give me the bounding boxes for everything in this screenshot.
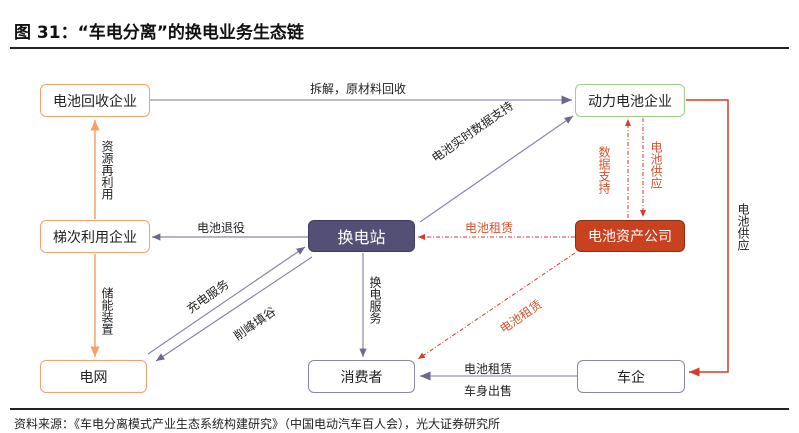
node-asset-company: 电池资产公司: [575, 220, 685, 252]
node-cascade: 梯次利用企业: [40, 220, 150, 253]
node-recycler: 电池回收企业: [40, 84, 150, 117]
title-divider: [10, 47, 789, 49]
label-supply-automaker: 电池供应: [736, 203, 750, 251]
label-storage: 储能装置: [100, 287, 114, 335]
footer-divider: [10, 408, 789, 410]
edge-supply-automaker: [686, 99, 729, 377]
label-retire: 电池退役: [197, 221, 246, 235]
label-dismantle: 拆解，原材料回收: [310, 82, 407, 96]
edge-lease-consumer: [417, 252, 576, 360]
edge-charging: [147, 246, 306, 355]
edge-realtime-data: [419, 115, 574, 223]
node-consumer: 消费者: [308, 360, 415, 393]
edge-peak-shaving: [155, 256, 313, 362]
figure-title: 图 31：“车电分离”的换电业务生态链: [14, 23, 304, 43]
label-swap-service: 换电服务: [368, 276, 382, 324]
label-supply-asset: 电池供应: [649, 141, 663, 189]
node-automaker: 车企: [577, 360, 685, 393]
node-station: 换电站: [308, 220, 415, 252]
source-note: 资料来源：《车电分离模式产业生态系统构建研究》（中国电动汽车百人会），光大证券研…: [14, 417, 501, 431]
node-grid: 电网: [40, 360, 147, 393]
node-battery-maker: 动力电池企业: [575, 84, 685, 117]
label-body-sale: 车身出售: [464, 384, 513, 398]
label-data-support: 数据支持: [597, 146, 611, 194]
label-lease-station: 电池租赁: [465, 221, 514, 235]
label-lease-bottom: 电池租赁: [464, 362, 513, 376]
label-reuse: 资源再利用: [100, 140, 114, 200]
